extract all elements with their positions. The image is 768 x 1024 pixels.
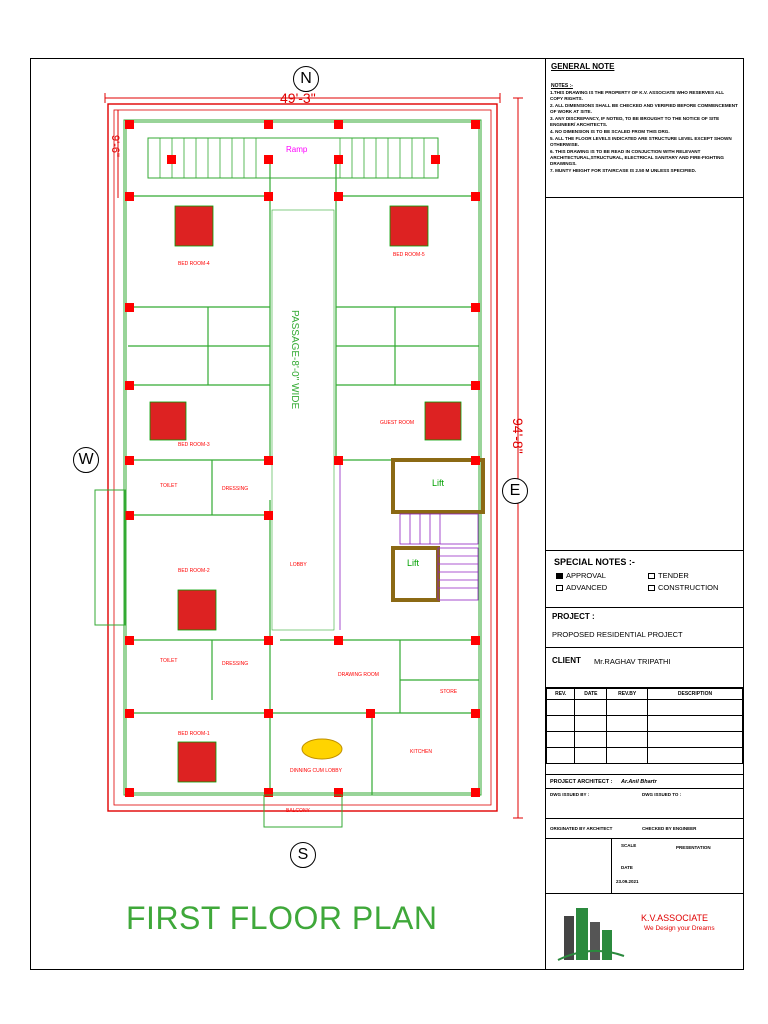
- note-item: 3. ANY DISCREPANCY, IF NOTED, TO BE BROU…: [550, 116, 720, 127]
- date-header: DATE: [574, 688, 608, 700]
- architect-name: Ar.Anil Bhartr: [621, 779, 657, 785]
- dining-table: [301, 738, 343, 760]
- store-label: STORE: [440, 689, 458, 695]
- note-item: 2. ALL DIMENSIONS SHALL BE CHECKED AND V…: [550, 103, 738, 114]
- rev-header: REV.: [545, 688, 576, 700]
- west-balcony: [94, 489, 126, 626]
- firm-logo-icon: [557, 908, 625, 961]
- ramp-label: Ramp: [286, 145, 308, 154]
- lift-label-1: Lift: [432, 478, 445, 488]
- bed3-label: BED ROOM-3: [178, 442, 210, 448]
- dwg-issued-to: DWG ISSUED TO :: [642, 792, 682, 797]
- ramp-zone: [147, 137, 439, 179]
- bed5-label: BED ROOM-5: [393, 252, 425, 258]
- notes-list: 1.THIS DRAWING IS THE PROPERTY OF K.V. A…: [550, 90, 738, 175]
- revision-table: REV. DATE REV.BY DESCRIPTION: [545, 688, 743, 764]
- option-advanced[interactable]: ADVANCED: [556, 583, 607, 592]
- note-item: 5. ALL THE FLOOR LEVELS INDICATED ARE ST…: [550, 136, 732, 147]
- east-marker: E: [502, 478, 528, 504]
- notes-heading: NOTES :-: [551, 83, 573, 89]
- beds: [149, 205, 462, 783]
- bed4-label: BED ROOM-4: [178, 261, 210, 267]
- revby-header: REV.BY: [606, 688, 648, 700]
- room-walls: [126, 160, 479, 795]
- architect-row: PROJECT ARCHITECT : Ar.Anil Bhartr: [546, 774, 743, 789]
- checkbox-icon: [648, 584, 655, 591]
- client-label: CLIENT: [552, 656, 581, 665]
- issued-row: DWG ISSUED BY : DWG ISSUED TO :: [546, 789, 743, 819]
- checkbox-icon: [648, 572, 655, 579]
- checkbox-icon: [556, 584, 563, 591]
- checked-by: CHECKED BY ENGINEER: [642, 826, 697, 831]
- general-note-section: GENERAL NOTE NOTES :- 1.THIS DRAWING IS …: [546, 58, 743, 198]
- lift-label-2: Lift: [407, 558, 420, 568]
- dining-label: DINNING CUM LOBBY: [290, 768, 343, 774]
- description-header: DESCRIPTION: [647, 688, 743, 700]
- client-section: CLIENT Mr.RAGHAV TRIPATHI: [546, 648, 743, 688]
- guest-label: GUEST ROOM: [380, 420, 414, 426]
- staircase: [339, 460, 479, 630]
- passage: [271, 209, 335, 631]
- balcony-label: BALCONY: [286, 808, 311, 814]
- special-notes-title: SPECIAL NOTES :-: [554, 557, 635, 567]
- firm-section: K.V.ASSOCIATE We Design your Dreams: [546, 894, 743, 970]
- checkbox-icon: [556, 572, 563, 579]
- toilet-label-2: TOILET: [160, 658, 177, 664]
- kitchen-label: KITCHEN: [410, 749, 432, 755]
- firm-name: K.V.ASSOCIATE: [641, 913, 709, 923]
- note-item: 4. NO DIMENSION IS TO BE SCALED FROM THI…: [550, 129, 670, 134]
- bed2-label: BED ROOM-2: [178, 568, 210, 574]
- firm-tagline: We Design your Dreams: [644, 925, 715, 932]
- presentation-label: PRESENTATION: [676, 845, 711, 850]
- note-item: 7. MUNTY HEIGHT FOR STAIRCASE IS 2.50 M …: [550, 168, 697, 173]
- south-marker: S: [290, 842, 316, 868]
- toilet-label-1: TOILET: [160, 483, 177, 489]
- date-value: 23.09.2021: [616, 879, 639, 884]
- balcony-outline: [263, 794, 343, 828]
- option-approval[interactable]: APPROVAL: [556, 571, 606, 580]
- table-row: [545, 699, 743, 716]
- date-label: DATE: [621, 865, 633, 870]
- lobby-label: LOBBY: [290, 562, 307, 568]
- scale-section: SCALE PRESENTATION DATE 23.09.2021: [546, 839, 743, 894]
- note-item: 1.THIS DRAWING IS THE PROPERTY OF K.V. A…: [550, 90, 724, 101]
- depth-dim: 94'-8": [510, 418, 526, 454]
- project-name: PROPOSED RESIDENTIAL PROJECT: [552, 630, 683, 639]
- title-block: GENERAL NOTE NOTES :- 1.THIS DRAWING IS …: [545, 58, 744, 970]
- general-note-title: GENERAL NOTE: [551, 62, 615, 71]
- dimension-lines: [104, 93, 523, 819]
- plan-title: FIRST FLOOR PLAN: [126, 900, 438, 936]
- north-marker: N: [293, 66, 319, 92]
- side-dim: 9'-6": [109, 135, 121, 157]
- client-name: Mr.RAGHAV TRIPATHI: [594, 657, 671, 666]
- architect-label: PROJECT ARCHITECT :: [550, 779, 613, 785]
- originated-by: ORIGINATED BY ARCHITECT: [550, 826, 613, 831]
- dwg-issued-by: DWG ISSUED BY :: [550, 792, 590, 797]
- columns: [125, 120, 480, 797]
- table-row: [545, 731, 743, 748]
- origination-row: ORIGINATED BY ARCHITECT CHECKED BY ENGIN…: [546, 819, 743, 839]
- table-row: [545, 715, 743, 732]
- dressing-label-2: DRESSING: [222, 661, 248, 667]
- option-construction[interactable]: CONSTRUCTION: [648, 583, 718, 592]
- drawing-label: DRAWING ROOM: [338, 672, 379, 678]
- drawing-sheet: [30, 58, 744, 970]
- bed1-label: BED ROOM-1: [178, 731, 210, 737]
- passage-label: PASSAGE-8'-0" WIDE: [289, 310, 300, 410]
- note-item: 6. THIS DRAWING IS TO BE READ IN CONJUCT…: [550, 149, 724, 166]
- boundary-walls: [107, 103, 498, 812]
- project-section: PROJECT : PROPOSED RESIDENTIAL PROJECT: [546, 608, 743, 648]
- project-label: PROJECT :: [552, 612, 595, 621]
- room-labels: Ramp BED ROOM-4 BED ROOM-5 BED ROOM-3 GU…: [160, 145, 458, 814]
- scale-label: SCALE: [621, 843, 637, 848]
- width-dim: 49'-3": [280, 90, 316, 106]
- west-marker: W: [73, 447, 99, 473]
- table-row: [545, 747, 743, 764]
- special-notes-section: SPECIAL NOTES :- APPROVAL TENDER ADVANCE…: [546, 550, 743, 608]
- dressing-label-1: DRESSING: [222, 486, 248, 492]
- option-tender[interactable]: TENDER: [648, 571, 689, 580]
